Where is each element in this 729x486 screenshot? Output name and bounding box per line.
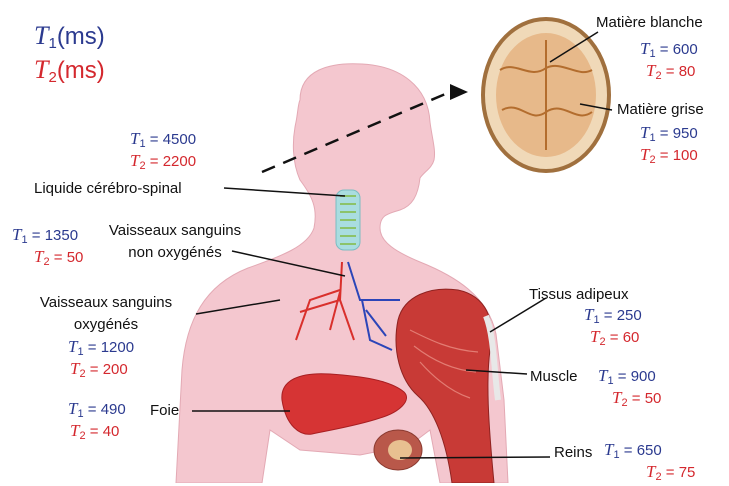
legend-t1: T1(ms) <box>34 22 105 58</box>
leader-tissus-adipeux <box>490 298 546 332</box>
label-matiere-blanche: Matière blanche <box>596 14 703 31</box>
kidney-inner <box>388 440 412 460</box>
label-tissus-adipeux: Tissus adipeux <box>529 286 629 303</box>
legend-t2: T2(ms) <box>34 56 105 92</box>
value-matiere-grise-t1: T1 = 950 <box>640 124 698 147</box>
value-lcs-t1: T1 = 4500 <box>130 130 196 153</box>
label-reins: Reins <box>554 444 592 461</box>
label-muscle: Muscle <box>530 368 578 385</box>
value-reins-t1: T1 = 650 <box>604 441 662 464</box>
value-vaisseaux-non-oxy-t2: T2 = 50 <box>34 248 83 271</box>
label-vaisseaux-oxy: Vaisseaux sanguins oxygénés <box>24 294 188 333</box>
leader-reins <box>400 457 550 458</box>
value-vaisseaux-non-oxy-t1: T1 = 1350 <box>12 226 78 249</box>
value-muscle-t2: T2 = 50 <box>612 389 661 412</box>
value-matiere-blanche-t1: T1 = 600 <box>640 40 698 63</box>
value-foie-t2: T2 = 40 <box>70 422 119 445</box>
value-matiere-blanche-t2: T2 = 80 <box>646 62 695 85</box>
label-lcs: Liquide cérébro-spinal <box>34 180 182 197</box>
spine-vertebrae <box>340 196 356 244</box>
value-lcs-t2: T2 = 2200 <box>130 152 196 175</box>
arrow-head <box>450 84 468 100</box>
value-muscle-t1: T1 = 900 <box>598 367 656 390</box>
value-vaisseaux-oxy-t1: T1 = 1200 <box>68 338 134 361</box>
value-tissus-adipeux-t1: T1 = 250 <box>584 306 642 329</box>
value-matiere-grise-t2: T2 = 100 <box>640 146 698 169</box>
value-vaisseaux-oxy-t2: T2 = 200 <box>70 360 128 383</box>
label-vaisseaux-non-oxy: Vaisseaux sanguins non oxygénés <box>92 222 258 261</box>
value-tissus-adipeux-t2: T2 = 60 <box>590 328 639 351</box>
label-foie: Foie <box>150 402 179 419</box>
value-foie-t1: T1 = 490 <box>68 400 126 423</box>
label-matiere-grise: Matière grise <box>617 101 704 118</box>
